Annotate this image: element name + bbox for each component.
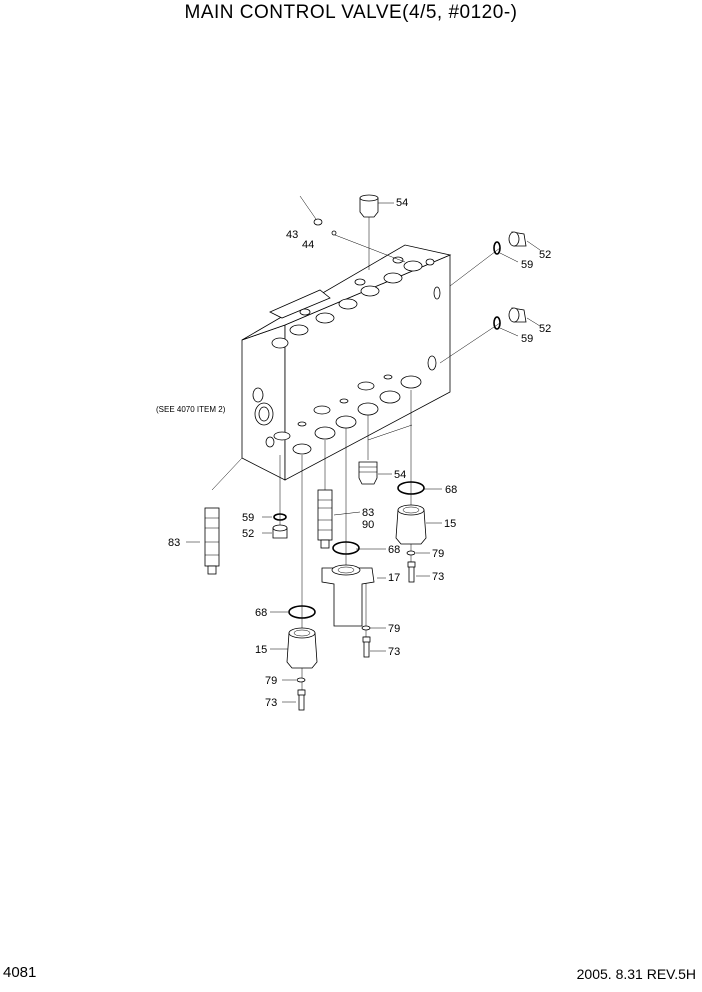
label-59-upper: 59 bbox=[521, 259, 533, 271]
label-73-right: 73 bbox=[432, 571, 444, 583]
o-ring-68-right bbox=[397, 481, 425, 495]
label-68-mid: 68 bbox=[388, 544, 400, 556]
label-43: 43 bbox=[286, 229, 298, 241]
label-79-right: 79 bbox=[432, 548, 444, 560]
washer-79-left bbox=[296, 677, 306, 683]
label-54-lower: 54 bbox=[394, 469, 406, 481]
page-number: 4081 bbox=[3, 964, 37, 981]
o-ring-59-lower bbox=[493, 316, 501, 330]
washer-79-right bbox=[406, 550, 416, 556]
label-83-mid: 83 bbox=[362, 507, 374, 519]
label-15-right: 15 bbox=[444, 518, 456, 530]
o-ring-68-left bbox=[288, 605, 316, 619]
label-52-left: 52 bbox=[242, 528, 254, 540]
label-73-left: 73 bbox=[265, 697, 277, 709]
washer-79-mid bbox=[361, 625, 371, 631]
label-68-right: 68 bbox=[445, 484, 457, 496]
block-17 bbox=[321, 564, 375, 627]
plug-52-left bbox=[272, 524, 288, 539]
cartridge-83-mid bbox=[317, 489, 333, 549]
plug-54-lower bbox=[358, 461, 378, 485]
label-54-top: 54 bbox=[396, 197, 408, 209]
label-73-mid: 73 bbox=[388, 646, 400, 658]
label-68-left: 68 bbox=[255, 607, 267, 619]
o-ring-68-mid bbox=[332, 541, 360, 555]
label-17: 17 bbox=[388, 572, 400, 584]
label-52-upper: 52 bbox=[539, 249, 551, 261]
bolt-73-left bbox=[297, 689, 306, 711]
label-44: 44 bbox=[302, 239, 314, 251]
plug-54-top bbox=[359, 194, 379, 218]
see-reference-note: (SEE 4070 ITEM 2) bbox=[156, 405, 226, 414]
revision-date: 2005. 8.31 REV.5H bbox=[576, 966, 696, 982]
plug-52-lower bbox=[508, 307, 527, 323]
o-ring-59-left bbox=[273, 513, 287, 521]
page-title: MAIN CONTROL VALVE(4/5, #0120-) bbox=[184, 2, 518, 23]
pin-43 bbox=[313, 218, 323, 226]
label-79-left: 79 bbox=[265, 675, 277, 687]
bolt-73-mid bbox=[362, 636, 371, 658]
cover-15-left bbox=[286, 627, 318, 669]
label-59-left: 59 bbox=[242, 512, 254, 524]
label-79-mid: 79 bbox=[388, 623, 400, 635]
cover-15-right bbox=[395, 504, 427, 545]
o-ring-59-upper bbox=[493, 241, 501, 255]
label-52-lower: 52 bbox=[539, 323, 551, 335]
label-15-left: 15 bbox=[255, 644, 267, 656]
label-90: 90 bbox=[362, 519, 374, 531]
cartridge-83-left bbox=[204, 507, 220, 575]
label-59-lower: 59 bbox=[521, 333, 533, 345]
ball-44 bbox=[331, 230, 337, 236]
plug-52-upper bbox=[508, 231, 527, 247]
label-83-left: 83 bbox=[168, 537, 180, 549]
valve-block bbox=[241, 244, 452, 481]
bolt-73-right bbox=[407, 561, 416, 583]
